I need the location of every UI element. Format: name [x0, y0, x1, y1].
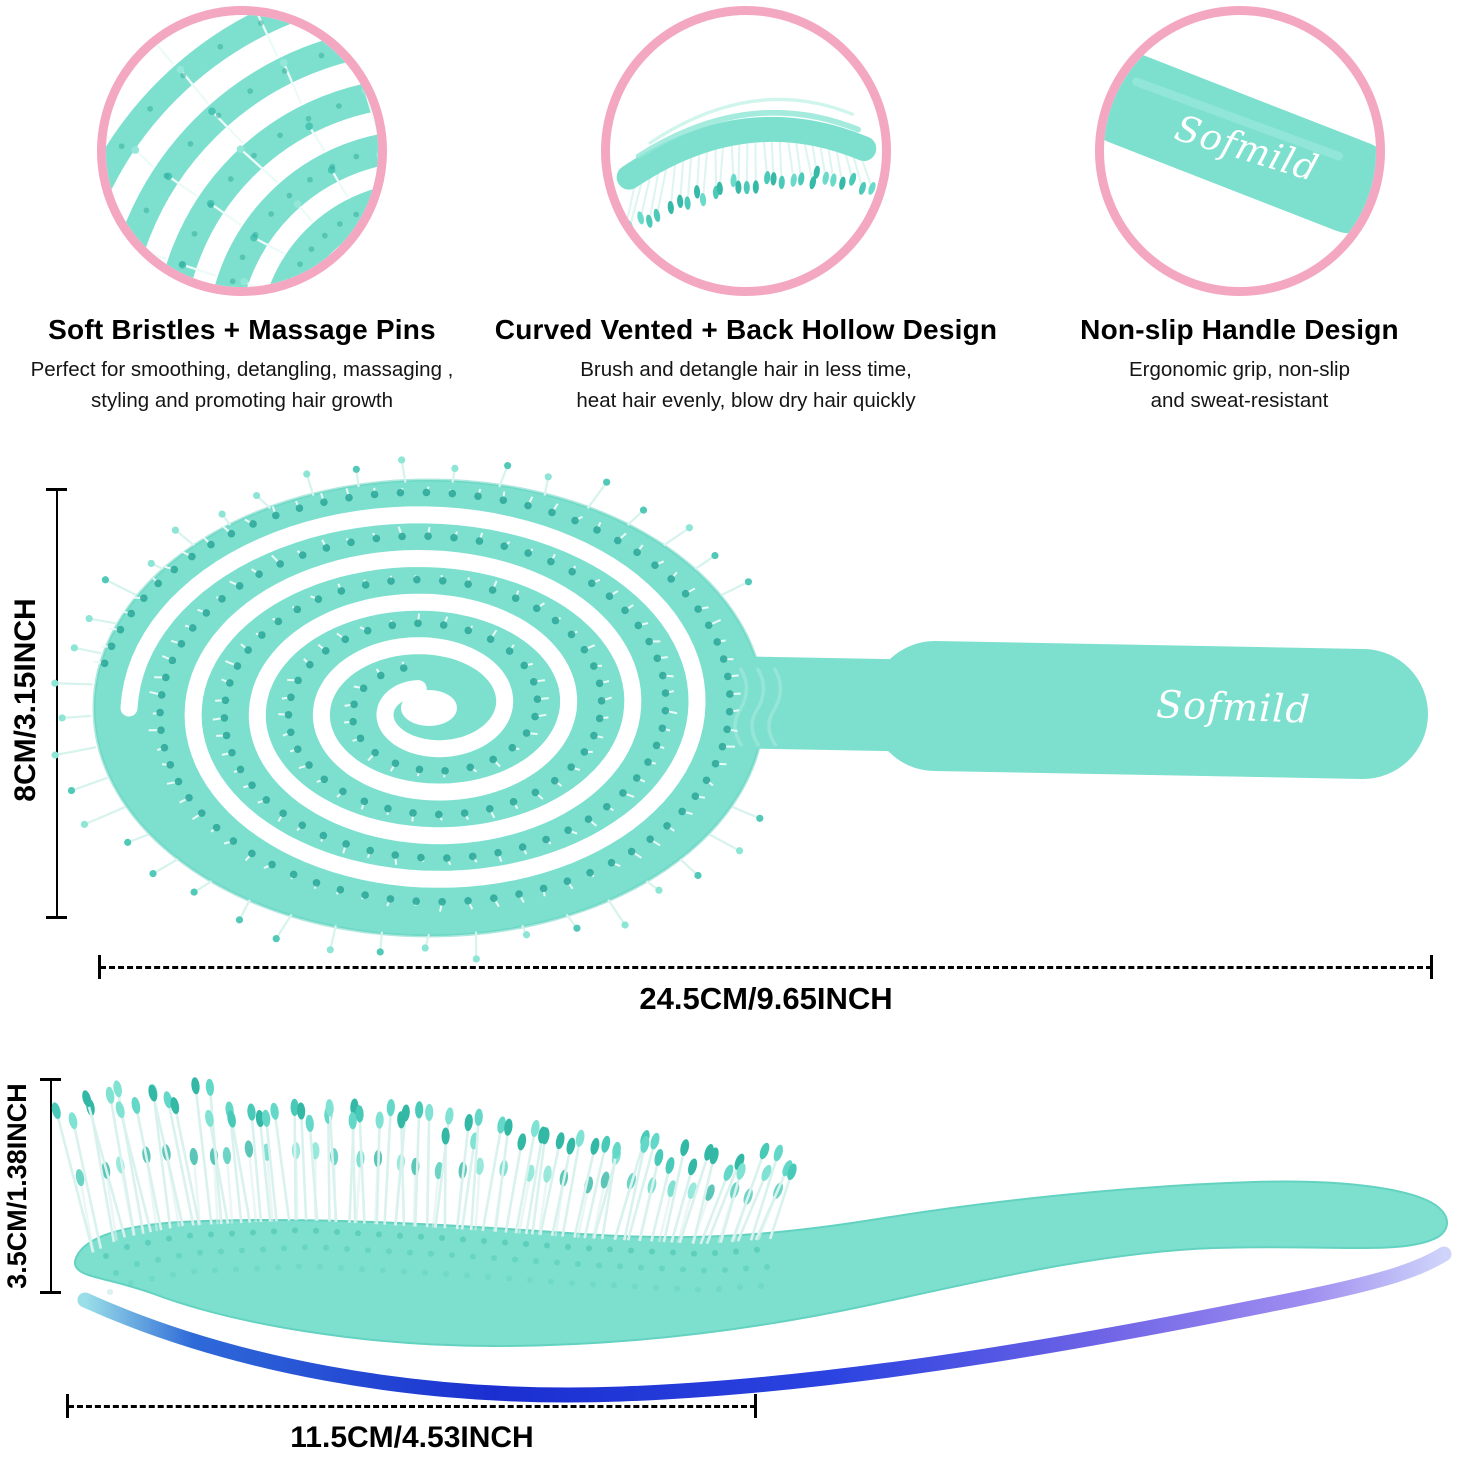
- handle-highlight: [1131, 77, 1343, 161]
- dim-tick: [1430, 955, 1433, 979]
- top-view-height-dim-line: [56, 489, 58, 918]
- pin-base-dots: [103, 1227, 770, 1295]
- handle-closeup-art: Sofmild: [1103, 52, 1376, 234]
- curved-vented-art: [616, 97, 877, 238]
- feature-handle: Sofmild Non-slip Handle Design Ergonomic…: [1016, 6, 1463, 417]
- handle-shape: [1103, 52, 1376, 234]
- brush-side-body: [73, 1180, 1448, 1348]
- side-bristles: [51, 1077, 797, 1253]
- feature-title-bristles: Soft Bristles + Massage Pins: [48, 314, 436, 345]
- top-view-length-dim-line: [100, 966, 1432, 969]
- dim-tick: [98, 955, 101, 979]
- top-view-length-dim-label: 24.5CM/9.65INCH: [639, 981, 893, 1016]
- dim-tick: [66, 1394, 69, 1418]
- handle-closeup-icon: Sofmild: [1094, 6, 1385, 296]
- brush-handle-top: [870, 641, 1428, 779]
- dim-cap: [40, 1078, 61, 1081]
- side-view-length-dim-label: 11.5CM/4.53INCH: [290, 1421, 534, 1454]
- brush-side-view-art: [51, 1077, 1452, 1403]
- dim-cap: [40, 1291, 61, 1294]
- top-view-height-dim-label: 8CM/3.15INCH: [9, 598, 42, 802]
- curved-vented-side-icon: [601, 6, 891, 296]
- feature-curved-vented: Curved Vented + Back Hollow Design Brush…: [492, 6, 1000, 417]
- feature-desc-line2: styling and promoting hair growth: [91, 388, 393, 412]
- feature-desc-line1: Ergonomic grip, non-slip: [1128, 358, 1351, 381]
- feature-desc-line2: heat hair evenly, blow dry hair quickly: [576, 388, 916, 412]
- side-view-height-dim-line: [50, 1079, 52, 1292]
- feature-title-handle: Non-slip Handle Design: [1080, 314, 1399, 345]
- feature-desc-line1: Brush and detangle hair in less time,: [580, 358, 912, 381]
- side-view-length-dim-line: [68, 1405, 756, 1408]
- bristles-closeup-icon: [97, 6, 387, 296]
- feature-desc-line1: Perfect for smoothing, detangling, massa…: [30, 358, 454, 381]
- side-view-height-dim-label: 3.5CM/1.38INCH: [2, 1083, 32, 1289]
- neck-wave-texture: [733, 667, 783, 747]
- dim-tick: [754, 1394, 757, 1418]
- feature-desc-line2: and sweat-resistant: [1150, 388, 1329, 412]
- feature-bristles: Soft Bristles + Massage Pins Perfect for…: [8, 6, 476, 417]
- brush-top-view-art: Sofmild: [51, 456, 1428, 963]
- dim-cap: [46, 916, 67, 919]
- feature-desc-curved: Brush and detangle hair in less time, hea…: [492, 355, 1000, 417]
- feature-desc-handle: Ergonomic grip, non-slip and sweat-resist…: [1016, 355, 1463, 417]
- feature-title-curved: Curved Vented + Back Hollow Design: [494, 314, 998, 345]
- spiral-vent-grooves: [120, 506, 706, 888]
- dim-cap: [46, 488, 67, 491]
- blue-swoosh: [77, 1246, 1452, 1403]
- feature-desc-bristles: Perfect for smoothing, detangling, massa…: [8, 355, 476, 417]
- brand-logo-handle: Sofmild: [1155, 682, 1311, 731]
- bristles-closeup-art: [106, 15, 378, 287]
- massage-pins: [51, 456, 764, 963]
